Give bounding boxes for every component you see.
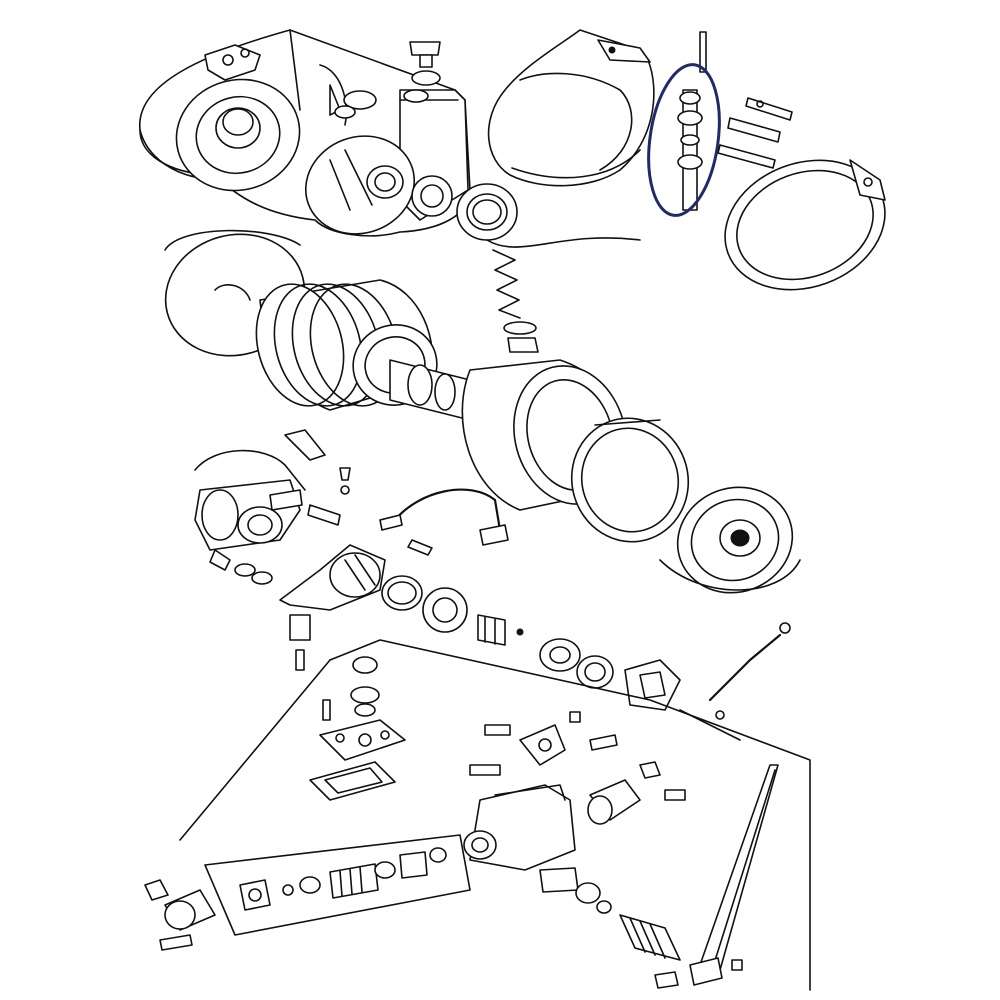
highlight-circle — [647, 63, 721, 217]
brake-drum — [461, 359, 690, 543]
shaft-pin-part — [677, 31, 707, 211]
clutch-assembly — [194, 429, 386, 671]
spring-assembly — [492, 249, 539, 353]
hydraulic-hose — [379, 488, 509, 556]
control-lever — [689, 764, 779, 986]
bearing-row — [381, 575, 791, 741]
control-valve-assembly — [144, 656, 686, 989]
end-flange-wheel — [659, 486, 801, 594]
winch-drum — [164, 229, 471, 421]
brake-band — [724, 159, 886, 291]
control-valve-frame — [179, 639, 811, 991]
brake-band-cover — [487, 29, 655, 187]
gear-housing — [139, 29, 641, 248]
pin-set — [717, 97, 793, 169]
